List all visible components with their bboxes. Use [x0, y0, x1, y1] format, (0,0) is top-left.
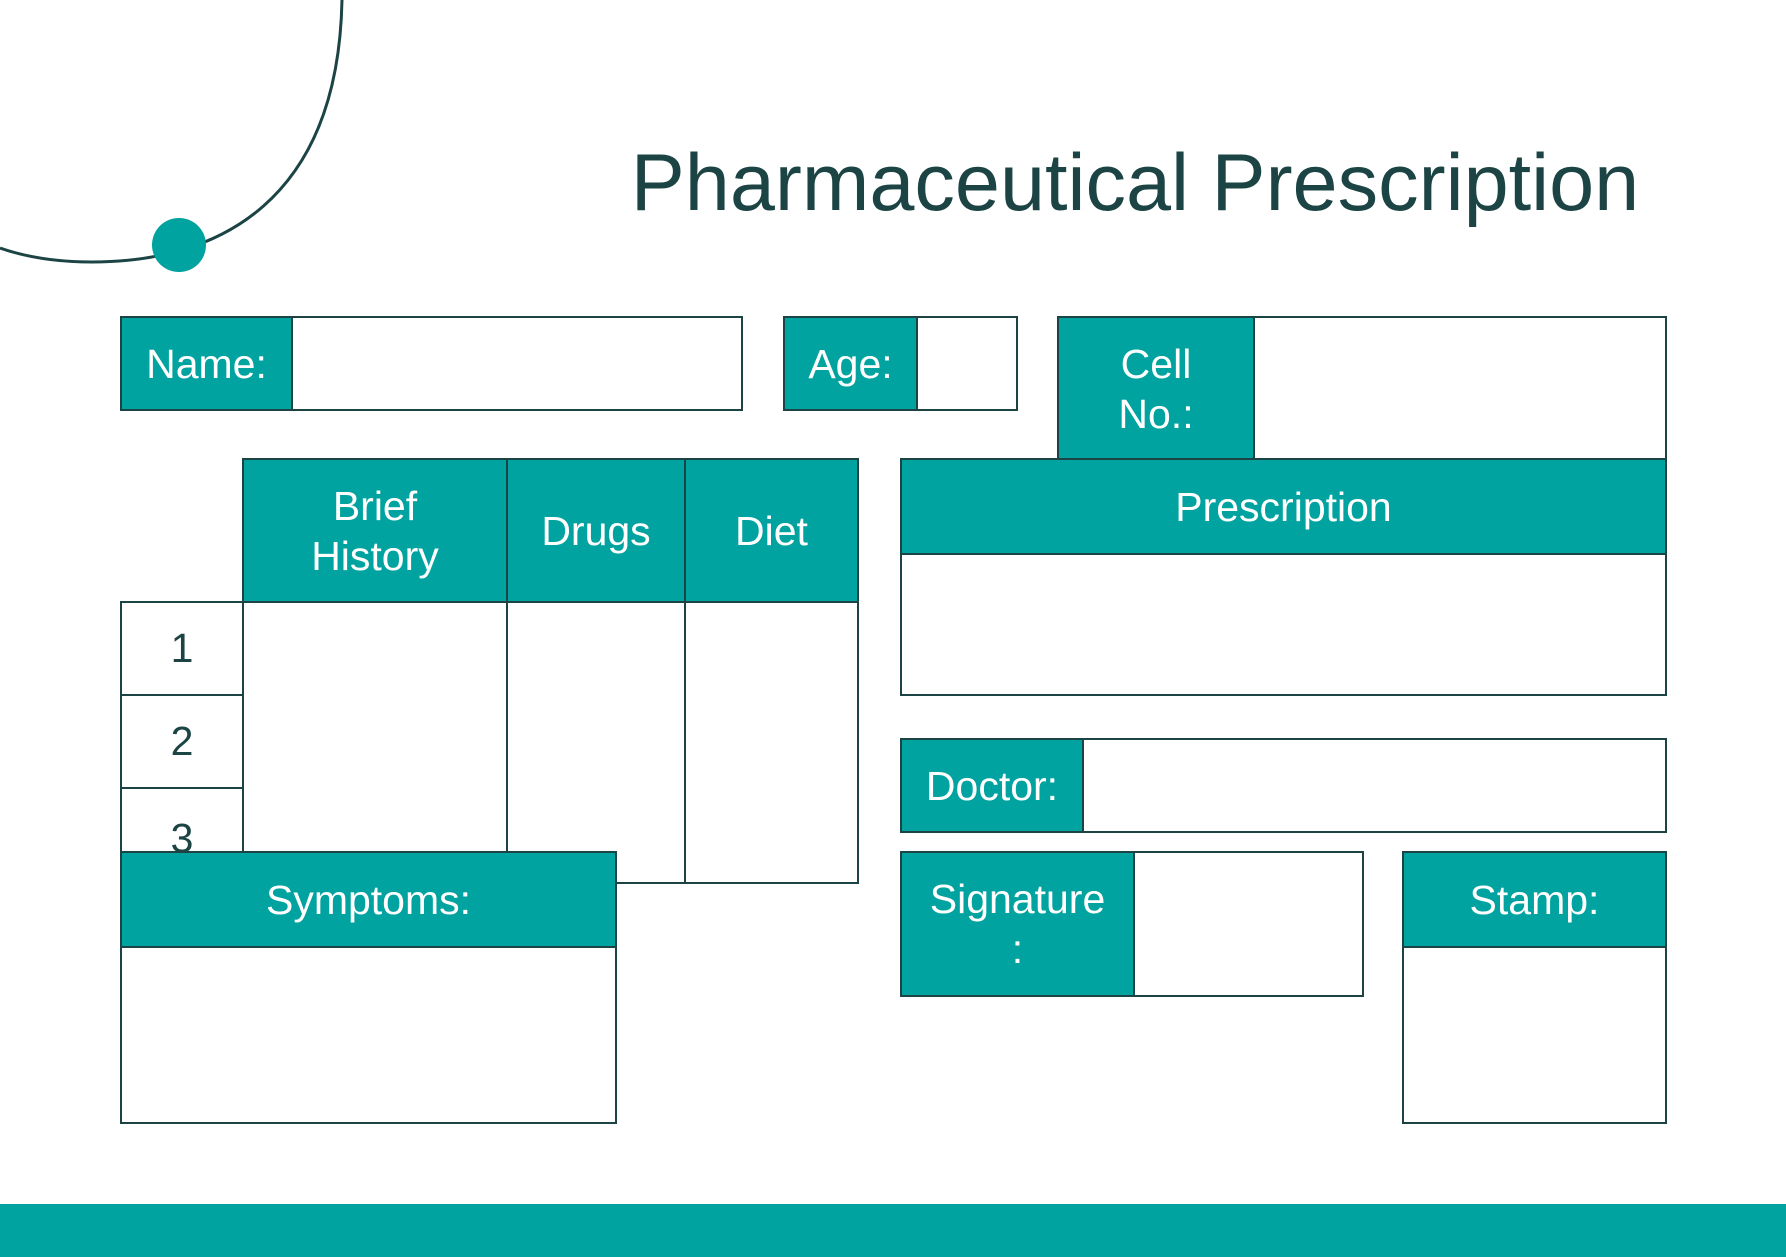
prescription-label-text: Prescription	[1175, 483, 1392, 530]
name-label: Name:	[120, 316, 293, 411]
drugs-header-text: Drugs	[541, 507, 651, 554]
symptoms-label-text: Symptoms:	[265, 876, 472, 923]
name-label-text: Name:	[146, 340, 267, 387]
decorative-dot	[152, 218, 206, 272]
row-number-2-text: 2	[170, 718, 194, 764]
footer-bar	[0, 1204, 1786, 1257]
age-label-text: Age:	[808, 340, 893, 387]
stamp-label-text: Stamp:	[1469, 876, 1600, 923]
history-header-text: Brief History	[311, 482, 439, 579]
diet-cell[interactable]	[684, 601, 859, 884]
cell-number-label-text: Cell No.:	[1118, 340, 1194, 437]
signature-label: Signature :	[900, 851, 1135, 997]
drugs-cell[interactable]	[506, 601, 686, 884]
page-title: Pharmaceutical Prescription	[630, 138, 1640, 228]
diet-header-text: Diet	[735, 507, 808, 554]
diet-header: Diet	[684, 458, 859, 603]
row-number-1-text: 1	[170, 625, 194, 671]
drugs-header: Drugs	[506, 458, 686, 603]
history-cell[interactable]	[242, 601, 508, 884]
age-label: Age:	[783, 316, 918, 411]
doctor-label-text: Doctor:	[925, 762, 1059, 809]
signature-label-text: Signature :	[929, 876, 1106, 972]
row-number-1: 1	[120, 601, 244, 696]
row-number-3-text: 3	[170, 815, 194, 861]
cell-number-label: Cell No.:	[1057, 316, 1255, 461]
history-header: Brief History	[242, 458, 508, 603]
prescription-label: Prescription	[900, 458, 1667, 555]
row-number-2: 2	[120, 694, 244, 789]
symptoms-label: Symptoms:	[120, 851, 617, 948]
stamp-label: Stamp:	[1402, 851, 1667, 948]
doctor-label: Doctor:	[900, 738, 1084, 833]
